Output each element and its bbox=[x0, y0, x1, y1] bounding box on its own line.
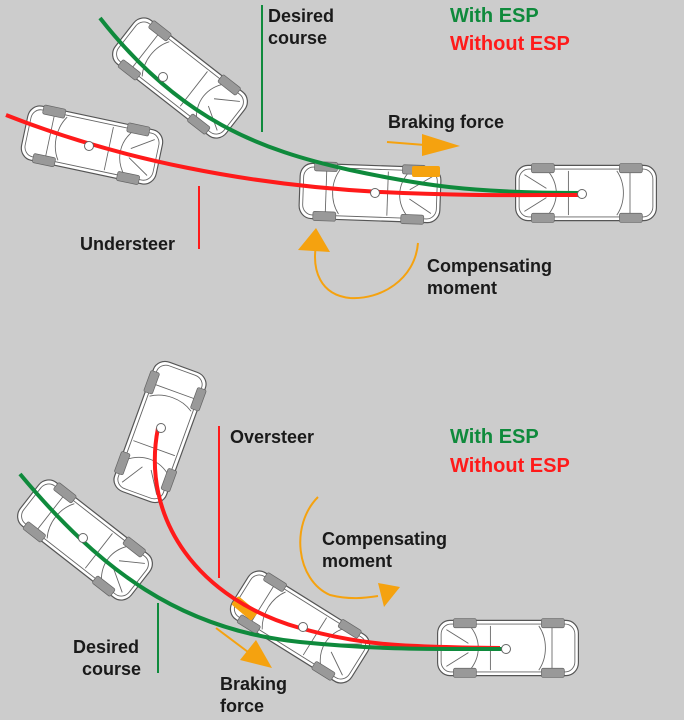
compensating-moment-arrow-icon-bottom bbox=[378, 583, 400, 607]
braking-force-arrow-icon-top bbox=[422, 134, 460, 156]
bottom-panel: Oversteer With ESP Without ESP Compensat… bbox=[10, 356, 579, 716]
center-marker bbox=[84, 141, 94, 151]
center-marker bbox=[370, 188, 380, 198]
path-without-esp-top bbox=[5, 113, 581, 198]
legend-without-esp-bottom: Without ESP bbox=[450, 455, 570, 477]
top-panel: Desired course With ESP Without ESP Brak… bbox=[5, 5, 657, 300]
compensating-moment-arc-top bbox=[314, 242, 419, 300]
center-marker bbox=[78, 533, 88, 543]
label-desired-course-top-1: Desired bbox=[268, 6, 334, 26]
compensating-moment-arc-bottom bbox=[299, 496, 379, 600]
legend-with-esp-bottom: With ESP bbox=[450, 426, 539, 448]
label-compensating-bottom-2: moment bbox=[322, 551, 392, 571]
label-oversteer: Oversteer bbox=[230, 427, 314, 447]
center-marker bbox=[156, 423, 166, 433]
label-braking-force-bottom-1: Braking bbox=[220, 674, 287, 694]
path-with-esp-bottom bbox=[18, 472, 506, 652]
center-marker bbox=[158, 72, 168, 82]
path-without-esp-bottom bbox=[152, 427, 501, 650]
label-understeer: Understeer bbox=[80, 234, 175, 254]
legend-without-esp-top: Without ESP bbox=[450, 33, 570, 55]
label-compensating-top-1: Compensating bbox=[427, 256, 552, 276]
center-marker bbox=[298, 622, 308, 632]
label-braking-force-top: Braking force bbox=[388, 112, 504, 132]
braking-force-arrow-icon-bottom bbox=[240, 640, 272, 668]
braking-force-arrow-shaft-top bbox=[386, 141, 426, 146]
compensating-moment-arrow-icon-top bbox=[298, 228, 330, 252]
center-marker bbox=[501, 644, 511, 654]
label-desired-course-top-2: course bbox=[268, 28, 327, 48]
path-with-esp-top bbox=[98, 16, 581, 195]
center-marker bbox=[577, 189, 587, 199]
legend-with-esp-top: With ESP bbox=[450, 5, 539, 27]
label-braking-force-bottom-2: force bbox=[220, 696, 264, 716]
label-desired-course-bottom-2: course bbox=[82, 659, 141, 679]
braking-force-arrow-shaft-bottom bbox=[215, 627, 249, 653]
label-compensating-bottom-1: Compensating bbox=[322, 529, 447, 549]
label-desired-course-bottom-1: Desired bbox=[73, 637, 139, 657]
label-compensating-top-2: moment bbox=[427, 278, 497, 298]
braked-wheel-top bbox=[412, 166, 440, 177]
